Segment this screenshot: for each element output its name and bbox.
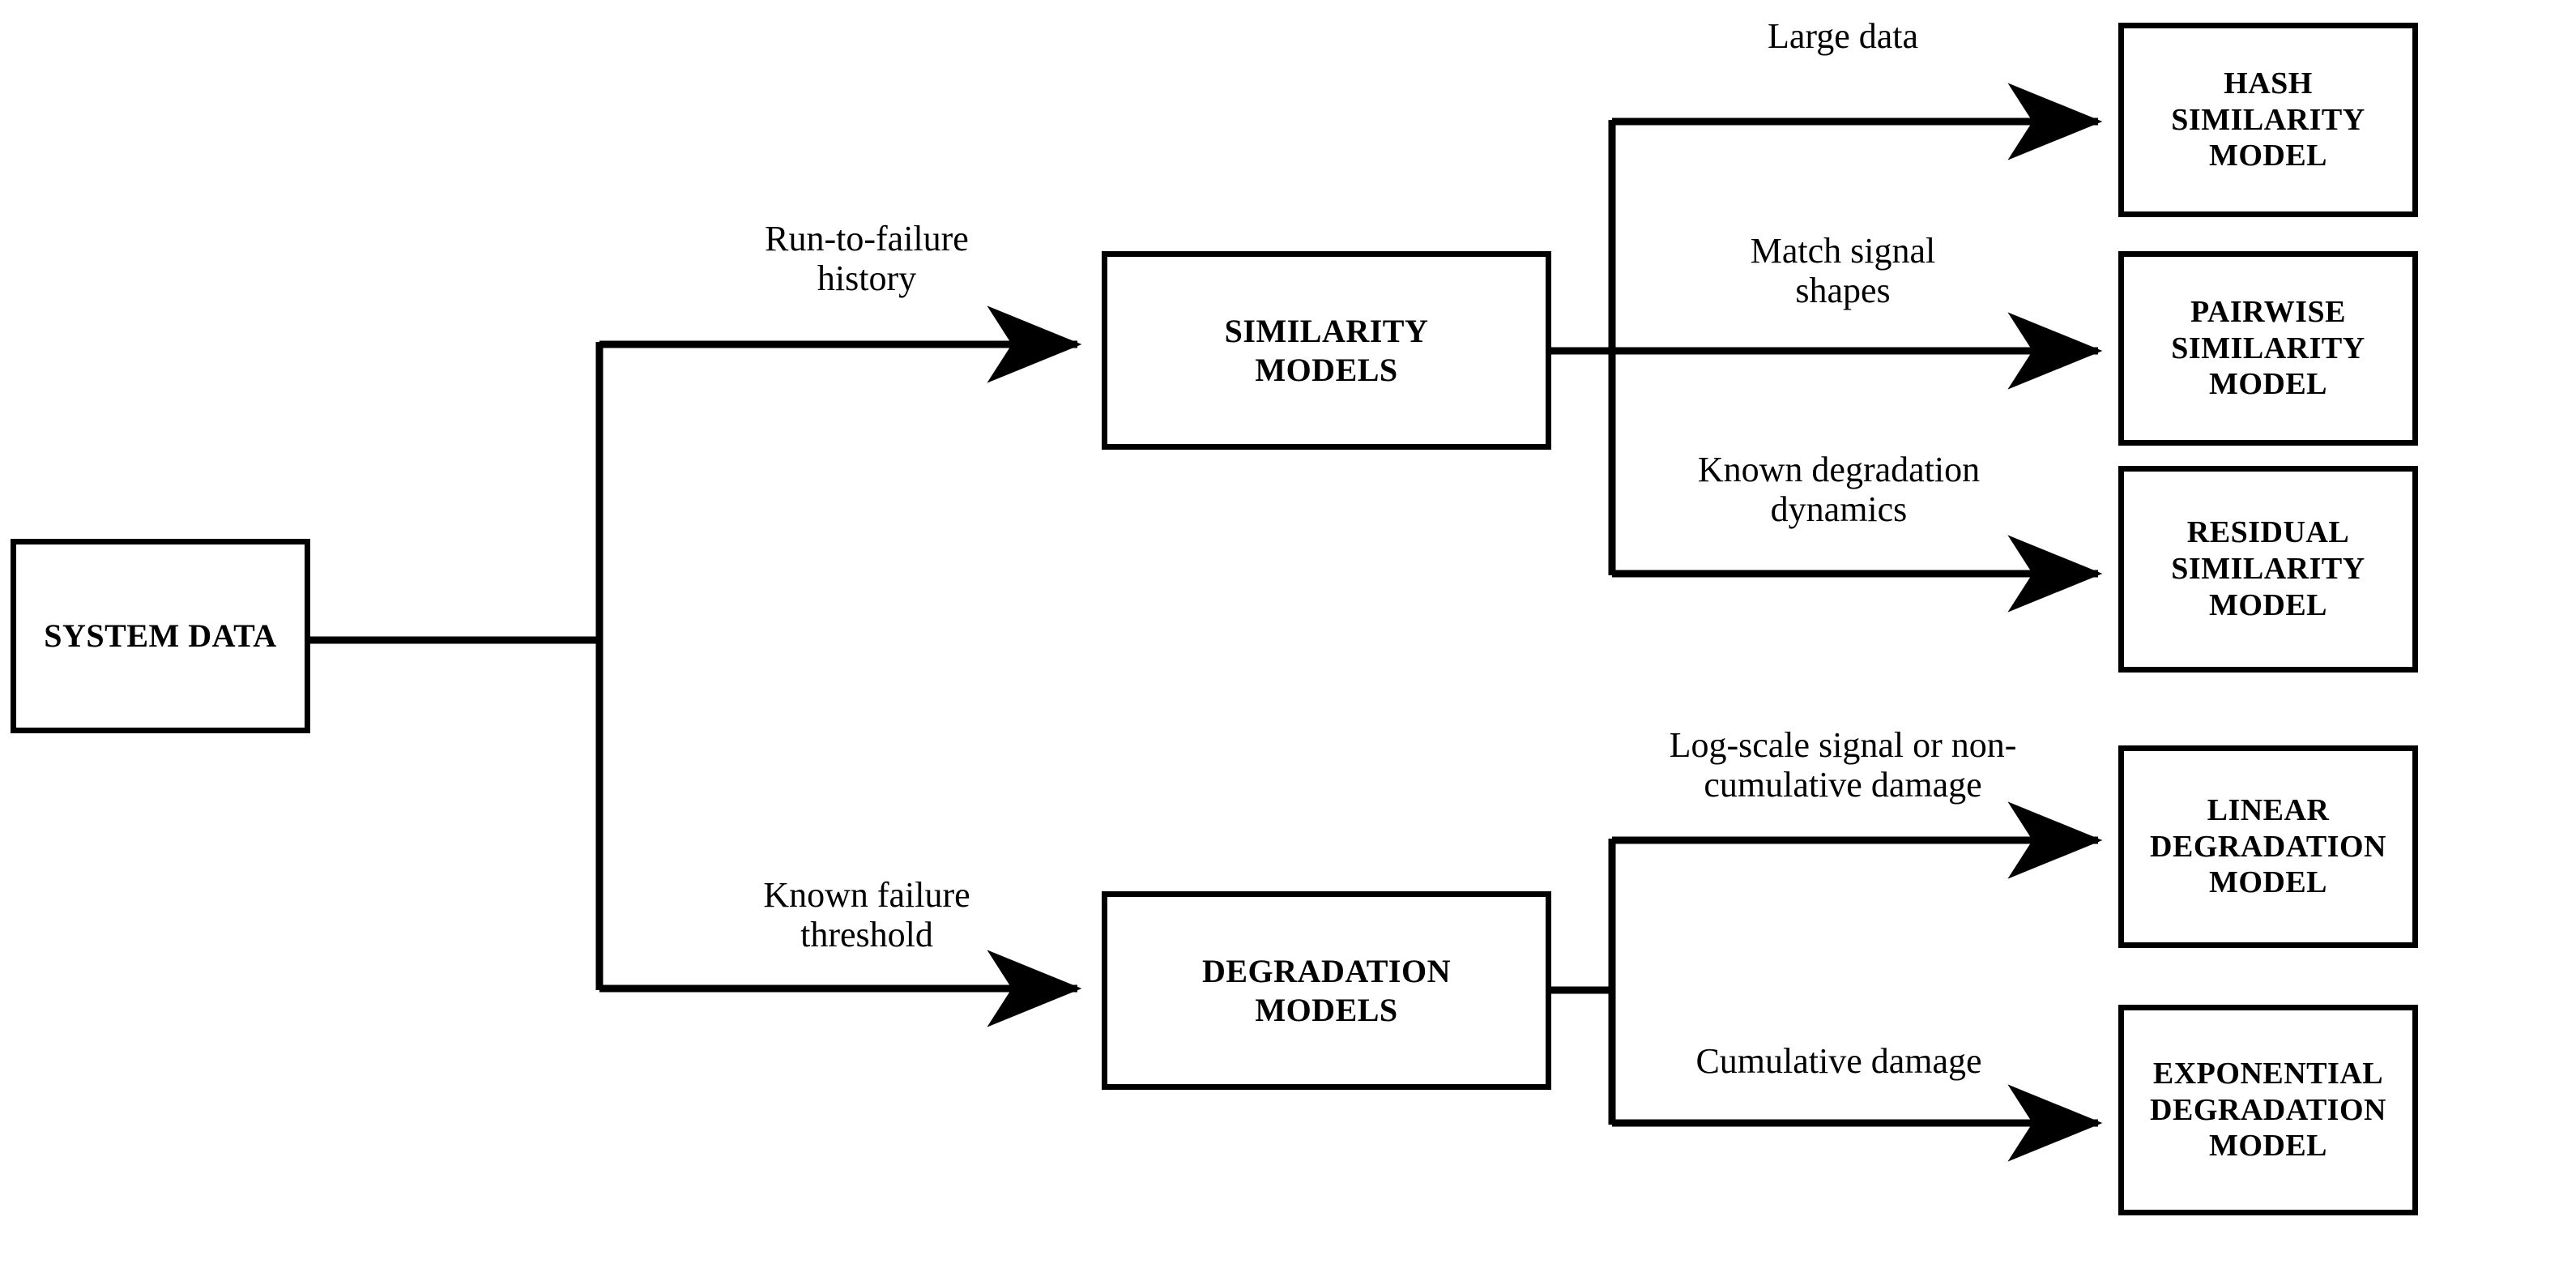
node-degradation-models-label: DEGRADATION MODELS xyxy=(1201,953,1451,1028)
node-residual-similarity-model[interactable]: RESIDUAL SIMILARITY MODEL xyxy=(2118,466,2418,673)
node-system-data-label: SYSTEM DATA xyxy=(44,617,277,655)
edge-label-match-signal-shapes: Match signal shapes xyxy=(1750,231,1936,311)
node-system-data[interactable]: SYSTEM DATA xyxy=(11,539,310,733)
edge-label-large-data: Large data xyxy=(1767,16,1919,56)
node-exponential-degradation-model[interactable]: EXPONENTIAL DEGRADATION MODEL xyxy=(2118,1005,2418,1215)
node-pairwise-similarity-model[interactable]: PAIRWISE SIMILARITY MODEL xyxy=(2118,251,2418,446)
node-pairwise-similarity-model-label: PAIRWISE SIMILARITY MODEL xyxy=(2171,294,2365,402)
edge-label-cumulative-damage: Cumulative damage xyxy=(1695,1041,1982,1081)
node-linear-degradation-model-label: LINEAR DEGRADATION MODEL xyxy=(2150,792,2386,900)
edge-label-known-failure-threshold: Known failure threshold xyxy=(763,875,970,955)
node-hash-similarity-model-label: HASH SIMILARITY MODEL xyxy=(2171,66,2365,173)
node-similarity-models[interactable]: SIMILARITY MODELS xyxy=(1102,251,1551,450)
node-exponential-degradation-model-label: EXPONENTIAL DEGRADATION MODEL xyxy=(2150,1056,2386,1164)
edge-label-run-to-failure-history: Run-to-failure history xyxy=(765,219,969,299)
node-similarity-models-label: SIMILARITY MODELS xyxy=(1224,313,1429,388)
node-degradation-models[interactable]: DEGRADATION MODELS xyxy=(1102,891,1551,1090)
node-hash-similarity-model[interactable]: HASH SIMILARITY MODEL xyxy=(2118,23,2418,217)
edge-label-log-scale-signal: Log-scale signal or non- cumulative dama… xyxy=(1669,725,2017,805)
node-linear-degradation-model[interactable]: LINEAR DEGRADATION MODEL xyxy=(2118,745,2418,948)
node-residual-similarity-model-label: RESIDUAL SIMILARITY MODEL xyxy=(2171,515,2365,622)
edge-label-known-degradation-dynamics: Known degradation dynamics xyxy=(1697,450,1981,530)
